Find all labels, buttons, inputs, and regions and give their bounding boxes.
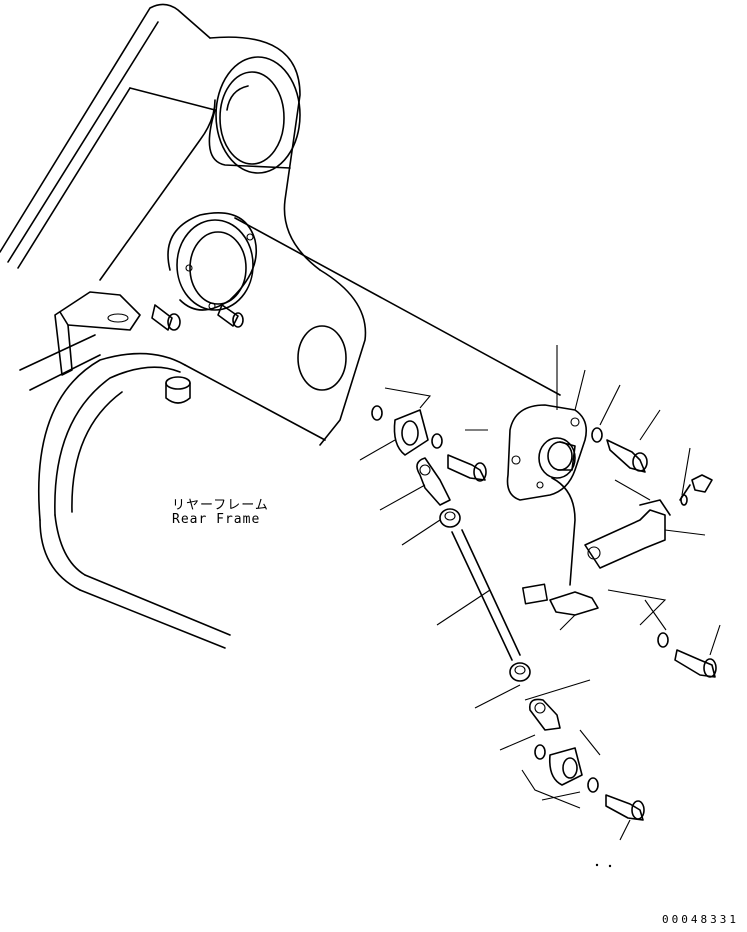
washer-b [431,433,443,449]
sensor-cable [551,477,576,586]
washer-right-1 [591,427,603,443]
small-marks [595,863,612,868]
rod-end-upper [416,457,451,506]
frame-bore-ring [176,219,254,311]
washer-lower-1 [534,744,546,760]
cylinder-boss [165,376,191,404]
upper-pin-boss [215,56,301,174]
bolt-center [447,454,487,482]
rod-end-lower [528,698,561,731]
rear-frame-label-jp: リヤーフレーム [172,498,269,513]
rear-frame-cylinder [37,352,326,649]
threaded-rod [451,529,521,661]
sensor-connector [522,583,548,605]
sensor-flange [506,404,588,501]
washer-a [371,405,383,421]
lever-bolt [679,474,713,506]
cable-clamp [549,591,599,616]
rear-frame-label-en: Rear Frame [172,512,261,527]
frame-pin-right [217,304,244,328]
lower-block [548,747,583,786]
lever-arm [584,499,671,569]
rear-frame-arm [0,3,561,446]
frame-edge-a [19,334,96,371]
bolt-right-2 [674,649,717,678]
frame-pin-left [151,304,181,331]
nut-upper [439,508,461,528]
mount-bracket [54,291,141,376]
spacer-block [393,409,429,456]
leader-lines [359,345,721,841]
frame-oval-hole [297,325,347,391]
bolt-right-1 [606,439,648,473]
frame-edge-b [29,354,101,391]
washer-right-2 [657,632,669,648]
washer-lower-2 [587,777,599,793]
bolt-lower [605,794,645,821]
nut-lower [509,662,531,682]
drawing-code: 00048331 [662,913,739,926]
